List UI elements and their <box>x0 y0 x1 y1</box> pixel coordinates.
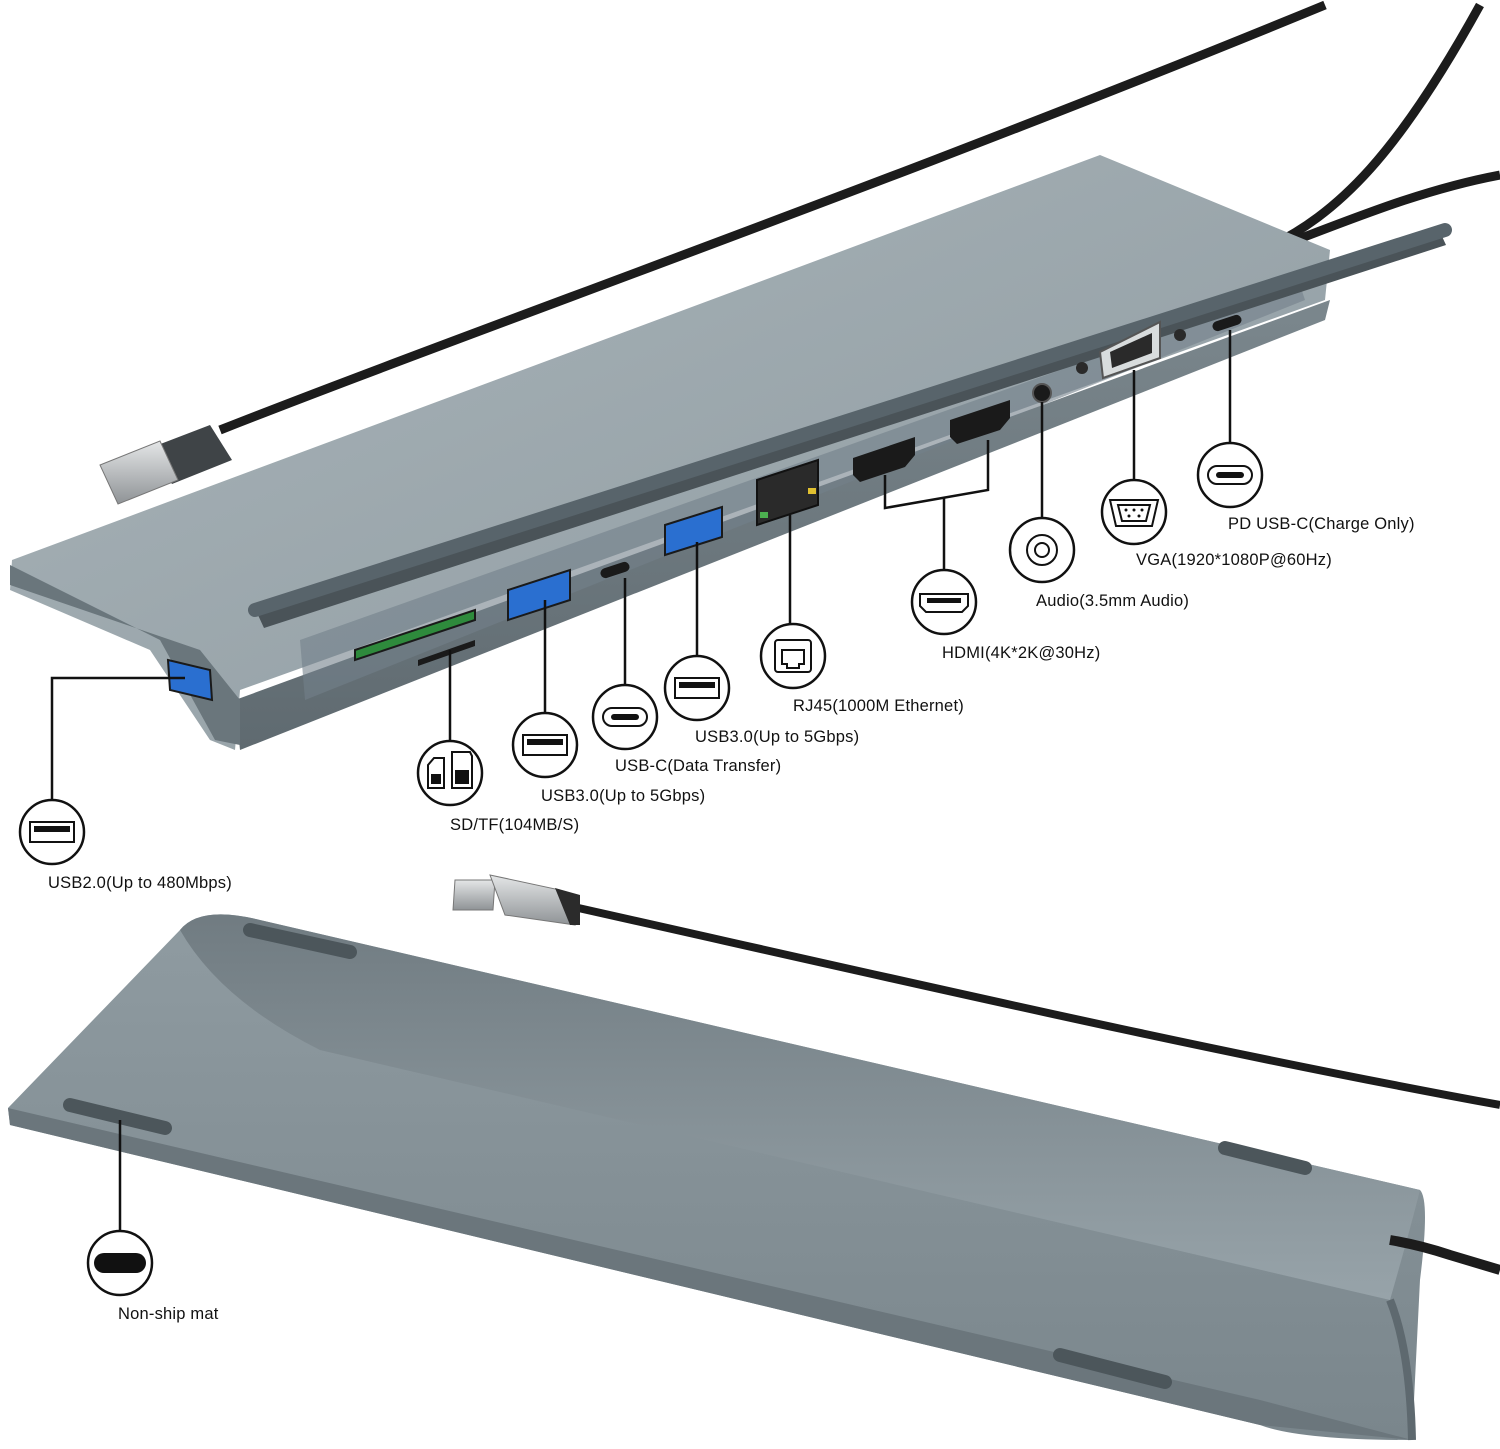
usb-c-plug-bottom <box>452 874 580 926</box>
port-pd-usbc <box>1212 314 1242 332</box>
port-usb2 <box>166 658 214 702</box>
port-sd <box>354 608 476 666</box>
label-vga: VGA(1920*1080P@60Hz) <box>1136 551 1332 569</box>
port-usb3-b <box>664 505 723 557</box>
usb-a-icon <box>29 821 75 843</box>
hub-top-view <box>10 0 1500 750</box>
usb-a-icon <box>674 677 720 699</box>
port-usbc-data <box>600 561 630 579</box>
label-audio: Audio(3.5mm Audio) <box>1036 592 1189 610</box>
vga-icon <box>1108 499 1160 527</box>
port-audio <box>1032 383 1052 403</box>
port-rj45 <box>756 458 819 527</box>
usb-a-icon <box>522 734 568 756</box>
label-usbc-data: USB-C(Data Transfer) <box>615 757 781 775</box>
audio-jack-icon <box>1026 534 1058 566</box>
port-hdmi-1 <box>853 437 915 482</box>
label-mat: Non-ship mat <box>118 1305 219 1323</box>
mat-icon <box>94 1253 146 1273</box>
label-rj45: RJ45(1000M Ethernet) <box>793 697 964 715</box>
usb-c-icon <box>602 707 648 727</box>
port-vga <box>1098 320 1161 380</box>
label-usb2: USB2.0(Up to 480Mbps) <box>48 874 232 892</box>
label-sd: SD/TF(104MB/S) <box>450 816 579 834</box>
callouts: USB2.0(Up to 480Mbps) SD/TF(104MB/S) USB… <box>18 330 1415 892</box>
usb-c-plug-top <box>99 425 232 505</box>
label-usb3-b: USB3.0(Up to 5Gbps) <box>695 728 859 746</box>
non-slip-mats <box>63 923 1312 1389</box>
hub-bottom-view: Non-ship mat <box>8 874 1500 1441</box>
label-hdmi: HDMI(4K*2K@30Hz) <box>942 644 1100 662</box>
hub-cable <box>1268 170 1500 255</box>
hub-front-face <box>235 300 1330 750</box>
label-usb3-a: USB3.0(Up to 5Gbps) <box>541 787 705 805</box>
usb-c-icon <box>1207 465 1253 485</box>
sd-card-icon <box>427 751 473 789</box>
port-hdmi-2 <box>950 400 1010 444</box>
hdmi-icon <box>919 593 969 613</box>
port-usb3-a <box>507 568 571 622</box>
label-pd: PD USB-C(Charge Only) <box>1228 515 1415 533</box>
ethernet-icon <box>774 639 812 673</box>
